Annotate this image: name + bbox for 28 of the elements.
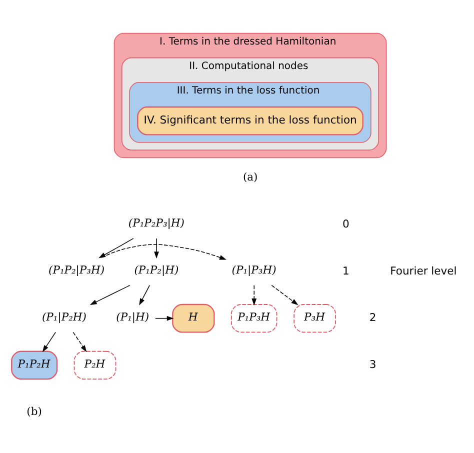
- node-text: (P₁|P₃H): [232, 264, 276, 277]
- node-text: (P₁P₂P₃|H): [128, 216, 184, 230]
- arrow: [154, 238, 159, 259]
- label: 0: [342, 217, 350, 230]
- node-text: (P₁P₂|H): [134, 264, 179, 277]
- label: 2: [369, 311, 376, 324]
- label: 1: [342, 264, 350, 278]
- node-box: P₃H: [294, 304, 336, 333]
- arrow: [72, 332, 87, 352]
- arrow: [139, 284, 150, 306]
- label: 3: [369, 358, 376, 372]
- node-box: H: [172, 304, 215, 333]
- node-text: (P₁|P₂H): [42, 310, 86, 324]
- arrow: [90, 284, 130, 305]
- arrow: [271, 284, 298, 306]
- node-text: (P₁P₂|P₃H): [48, 264, 105, 277]
- node-box: P₁P₂H: [11, 350, 58, 380]
- node-box: P₁P₃H: [230, 304, 278, 333]
- label: (b): [26, 404, 42, 418]
- node-box: IV. Significant terms in the loss function: [137, 106, 364, 136]
- label: Fourier level: [390, 264, 457, 278]
- label: (a): [242, 170, 258, 184]
- arrow: [42, 332, 56, 352]
- node-text: (P₁|H): [116, 310, 150, 324]
- node-box: P₂H: [74, 350, 116, 380]
- arrow: [155, 316, 174, 321]
- arrow: [101, 244, 226, 260]
- arrow: [252, 284, 257, 306]
